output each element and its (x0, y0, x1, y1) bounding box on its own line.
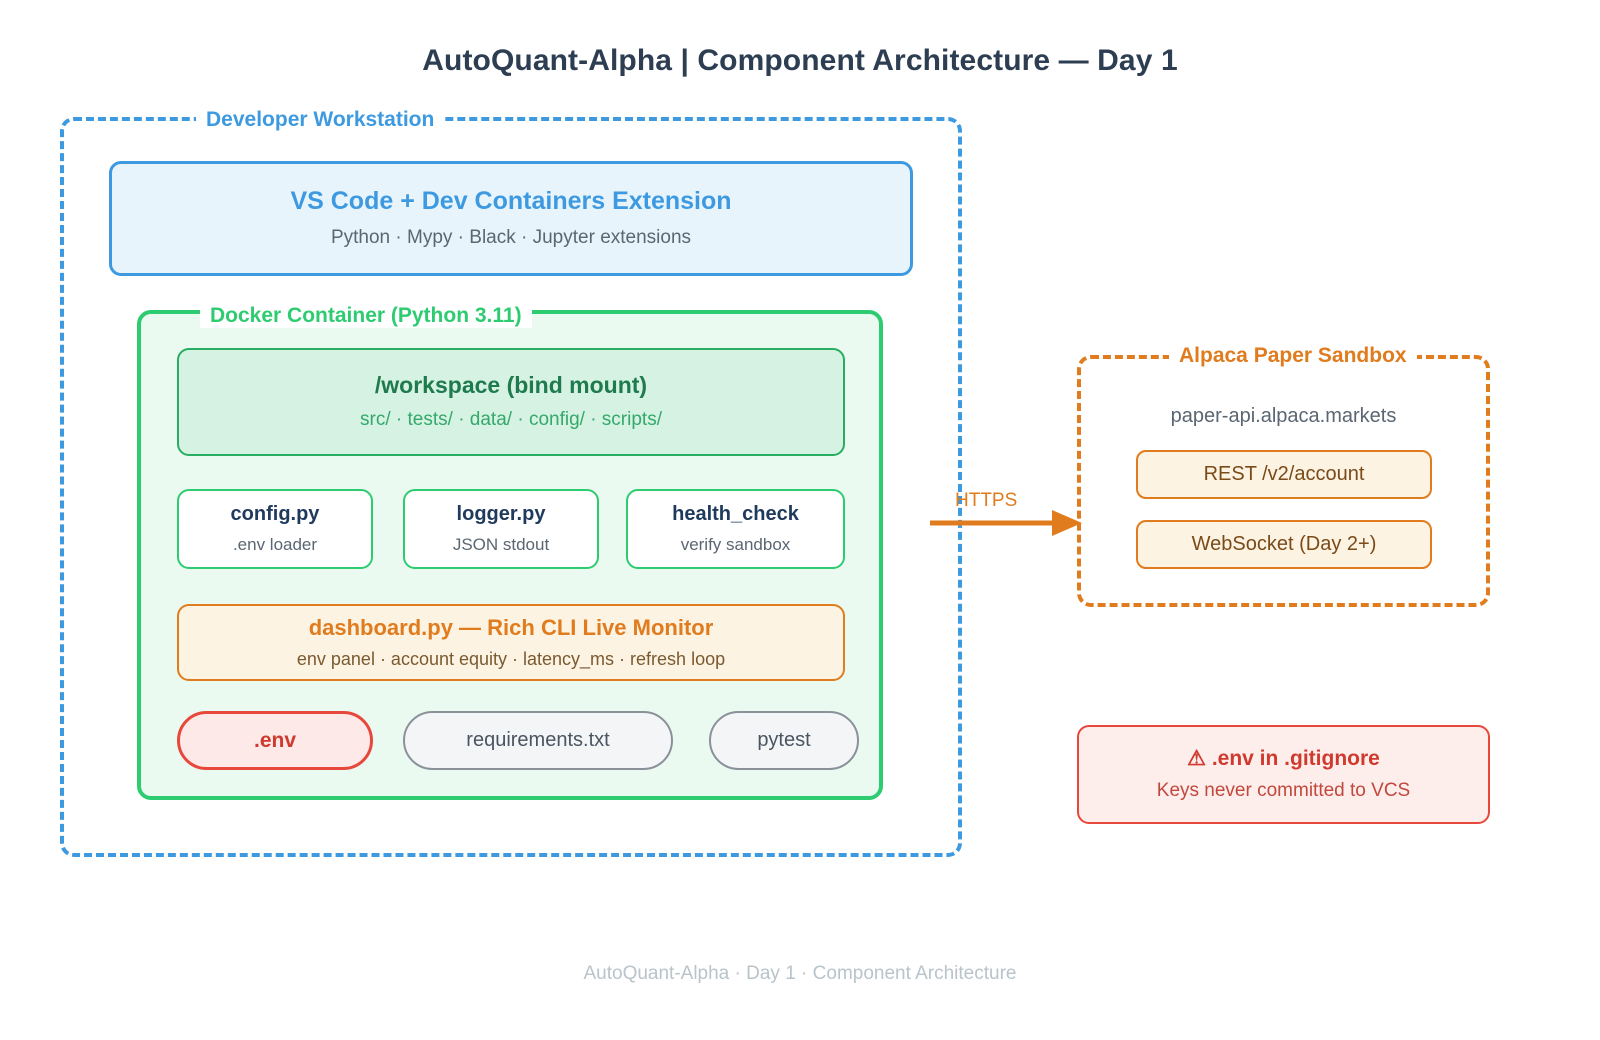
card-gitignore-warning-title: ⚠ .env in .gitignore (1187, 746, 1380, 772)
card-module-health-check: health_check verify sandbox (626, 489, 845, 569)
card-module-logger-py-subtitle: JSON stdout (452, 534, 550, 554)
sandbox-host-name: paper-api.alpaca.markets (1170, 405, 1397, 427)
pill-pytest: pytest (709, 711, 859, 770)
card-vs-code-title: VS Code + Dev Containers Extension (290, 187, 732, 216)
zone-label-developer-workstation: Developer Workstation (196, 108, 445, 132)
arrow-https-connector (930, 505, 1082, 541)
zone-developer-workstation (60, 117, 962, 857)
card-workspace-subtitle: src/ · tests/ · data/ · config/ · script… (360, 409, 662, 431)
zone-label-alpaca-paper-sandbox: Alpaca Paper Sandbox (1169, 344, 1417, 368)
warning-triangle-icon: ⚠ (1187, 746, 1206, 770)
card-endpoint-rest: REST /v2/account (1136, 450, 1432, 499)
card-module-health-check-subtitle: verify sandbox (680, 534, 791, 554)
card-module-logger-py: logger.py JSON stdout (403, 489, 599, 569)
card-dashboard-py-title: dashboard.py — Rich CLI Live Monitor (308, 615, 714, 641)
card-module-logger-py-title: logger.py (456, 502, 546, 525)
card-gitignore-warning-subtitle: Keys never committed to VCS (1156, 779, 1411, 801)
arrow-label-https: HTTPS (955, 490, 1018, 511)
card-vs-code: VS Code + Dev Containers Extension Pytho… (109, 161, 913, 276)
card-dashboard-py: dashboard.py — Rich CLI Live Monitor env… (177, 604, 845, 681)
zone-label-docker-container: Docker Container (Python 3.11) (200, 304, 532, 328)
card-vs-code-subtitle: Python · Mypy · Black · Jupyter extensio… (330, 227, 692, 249)
pill-requirements-txt: requirements.txt (403, 711, 673, 770)
card-module-config-py: config.py .env loader (177, 489, 373, 569)
page-title: AutoQuant-Alpha | Component Architecture… (422, 44, 1178, 77)
card-gitignore-warning: ⚠ .env in .gitignore Keys never committe… (1077, 725, 1490, 824)
card-endpoint-websocket: WebSocket (Day 2+) (1136, 520, 1432, 569)
card-workspace-title: /workspace (bind mount) (374, 372, 648, 399)
card-module-config-py-subtitle: .env loader (232, 534, 318, 554)
card-module-health-check-title: health_check (672, 502, 799, 525)
card-dashboard-py-subtitle: env panel · account equity · latency_ms … (296, 648, 726, 669)
card-gitignore-warning-text: .env in .gitignore (1211, 746, 1380, 770)
card-module-config-py-title: config.py (230, 502, 320, 525)
pill-dotenv: .env (177, 711, 373, 770)
footer-note: AutoQuant-Alpha · Day 1 · Component Arch… (583, 963, 1017, 984)
card-workspace-bind-mount: /workspace (bind mount) src/ · tests/ · … (177, 348, 845, 456)
